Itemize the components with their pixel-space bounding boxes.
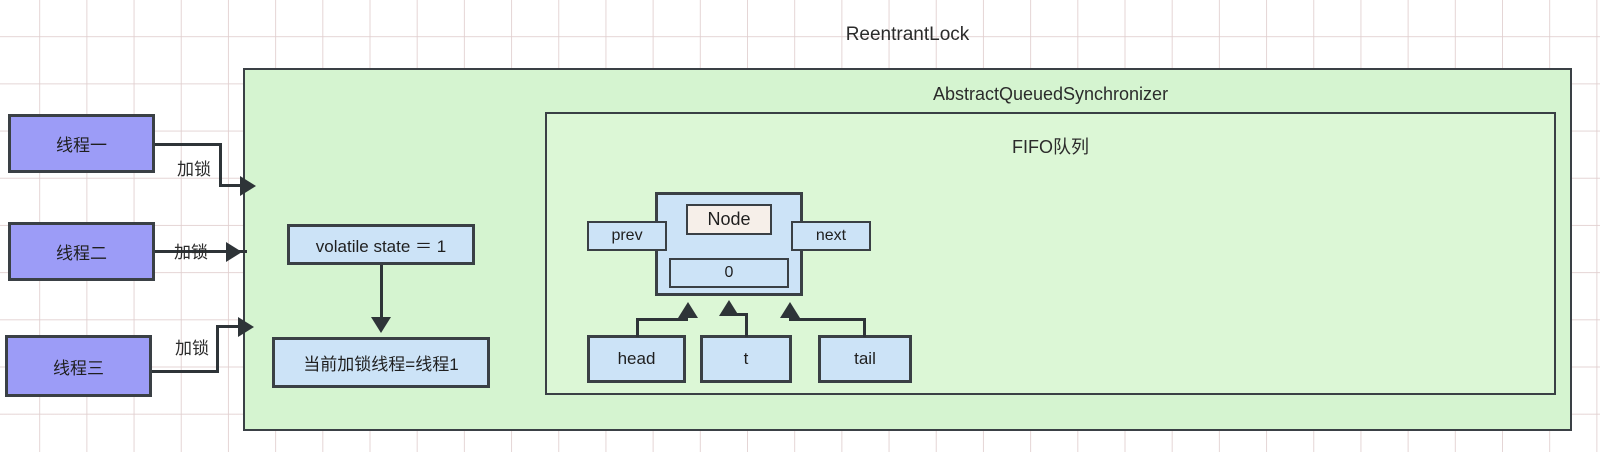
- thread2-arrowhead: [226, 242, 242, 262]
- thread-box-3[interactable]: 线程三: [5, 335, 152, 397]
- thread1-edge-h2: [219, 184, 247, 187]
- pointer-box-tail[interactable]: tail: [818, 335, 912, 383]
- node-next-box[interactable]: next: [791, 221, 871, 251]
- state-owner-arrowhead: [371, 317, 391, 333]
- current-owner-box[interactable]: 当前加锁线程=线程1: [272, 337, 490, 388]
- head-arrowhead: [678, 302, 698, 318]
- thread1-arrowhead: [240, 176, 256, 196]
- thread2-edge-label: 加锁: [174, 243, 208, 262]
- node-prev-box[interactable]: prev: [587, 221, 667, 251]
- thread-box-1[interactable]: 线程一: [8, 114, 155, 173]
- node-waitstatus-box[interactable]: 0: [669, 258, 789, 288]
- tail-edge-v1: [863, 318, 866, 337]
- aqs-title: AbstractQueuedSynchronizer: [932, 84, 1169, 104]
- volatile-state-box[interactable]: volatile state ＝ 1: [287, 224, 475, 265]
- thread1-edge-h1: [155, 143, 222, 146]
- thread1-edge-label: 加锁: [177, 160, 211, 179]
- state-owner-edge: [380, 265, 383, 319]
- tail-edge-h: [789, 318, 866, 321]
- pointer-box-t[interactable]: t: [700, 335, 792, 383]
- t-arrowhead: [719, 300, 739, 316]
- tail-arrowhead: [780, 302, 800, 318]
- head-edge-h: [636, 318, 688, 321]
- t-edge-v1: [745, 313, 748, 337]
- pointer-box-head[interactable]: head: [587, 335, 686, 383]
- thread3-arrowhead: [238, 317, 254, 337]
- thread1-edge-v: [219, 143, 222, 187]
- reentrantlock-title: ReentrantLock: [845, 24, 970, 45]
- thread-box-2[interactable]: 线程二: [8, 222, 155, 281]
- fifo-queue-title: FIFO队列: [1012, 137, 1089, 157]
- node-title-box[interactable]: Node: [686, 204, 772, 235]
- thread3-edge-h1: [152, 370, 219, 373]
- thread2-edge-h: [155, 250, 247, 253]
- thread3-edge-label: 加锁: [175, 339, 209, 358]
- thread3-edge-h2: [216, 325, 244, 328]
- head-edge-v1: [636, 318, 639, 337]
- thread3-edge-v: [216, 325, 219, 373]
